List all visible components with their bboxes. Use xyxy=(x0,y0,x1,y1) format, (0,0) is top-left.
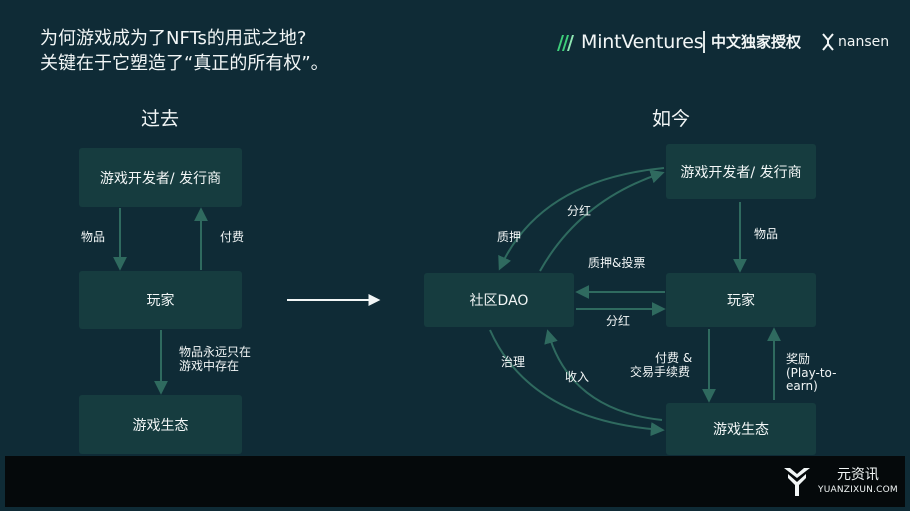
dao-dividend-curve xyxy=(539,169,665,272)
past-player-node: 玩家 xyxy=(79,271,242,329)
ecosystem-income-curve xyxy=(544,329,663,421)
past-ecosystem-node: 游戏生态 xyxy=(79,395,242,454)
present-staking-voting-label: 质押&投票 xyxy=(588,256,646,270)
license-label: 中文独家授权 xyxy=(711,33,802,51)
brand-divider xyxy=(703,31,705,53)
present-items-label: 物品 xyxy=(754,227,779,241)
footer-bar xyxy=(5,456,905,507)
present-heading: 如今 xyxy=(652,108,691,130)
present-reward-label-1: 奖励 xyxy=(786,352,811,366)
mint-ventures-brand: MintVentures xyxy=(555,30,704,54)
present-reward-label-3: earn) xyxy=(786,379,818,393)
dao-governance-curve xyxy=(489,329,665,437)
present-developer-node: 游戏开发者/ 发行商 xyxy=(666,144,816,199)
present-reward-label-2: (Play-to- xyxy=(786,366,837,380)
past-payment-label: 付费 xyxy=(220,230,245,244)
watermark-en: YUANZIXUN.COM xyxy=(818,484,898,495)
slide-title: 为何游戏成为了NFTs的用武之地? 关键在于它塑造了“真正的所有权”。 xyxy=(40,26,329,76)
present-player-node: 玩家 xyxy=(666,273,816,327)
nansen-logo-icon xyxy=(822,33,834,51)
yuanzixun-logo-icon xyxy=(784,468,810,496)
past-items-label: 物品 xyxy=(81,230,106,244)
past-heading: 过去 xyxy=(141,108,180,130)
present-dao-node: 社区DAO xyxy=(424,273,574,327)
past-items-only-label-2: 游戏中存在 xyxy=(179,359,240,373)
present-governance-label: 治理 xyxy=(501,355,526,369)
present-fee-label-1: 付费 & xyxy=(655,351,693,365)
present-ecosystem-node: 游戏生态 xyxy=(666,403,816,455)
watermark-cn: 元资讯 xyxy=(836,466,879,483)
past-items-only-label-1: 物品永远只在 xyxy=(179,345,252,359)
yuanzixun-watermark: 元资讯 YUANZIXUN.COM xyxy=(782,461,898,501)
title-line-1: 为何游戏成为了NFTs的用武之地? xyxy=(40,28,307,49)
nansen-name: nansen xyxy=(838,34,890,50)
title-line-2: 关键在于它塑造了“真正的所有权”。 xyxy=(40,53,329,74)
present-dividend-top-label: 分红 xyxy=(567,204,592,218)
dao-staking-curve xyxy=(498,167,665,271)
mint-ventures-name: MintVentures xyxy=(581,31,704,53)
present-fee-label-2: 交易手续费 xyxy=(630,365,691,379)
nansen-brand: nansen xyxy=(820,30,889,54)
mint-logo-icon xyxy=(557,35,574,51)
present-income-label: 收入 xyxy=(565,370,590,384)
past-developer-node: 游戏开发者/ 发行商 xyxy=(79,148,242,207)
present-dividend-mid-label: 分红 xyxy=(606,314,631,328)
present-staking-label: 质押 xyxy=(497,230,522,244)
